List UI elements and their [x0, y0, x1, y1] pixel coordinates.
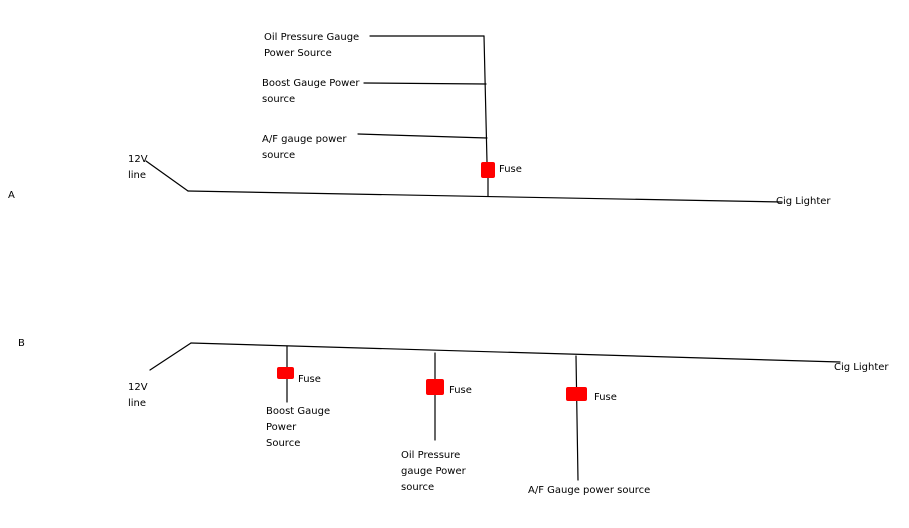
b-af-fuse-label: Fuse — [594, 392, 617, 403]
a-input-label: 12V line — [128, 154, 148, 181]
section-label-b: B — [18, 338, 25, 349]
a-fuse-label: Fuse — [499, 164, 522, 175]
a-trunk-wire — [483, 35, 488, 163]
a-boost-branch-wire — [363, 82, 487, 85]
a-input-wire — [145, 160, 189, 192]
b-output-label: Cig Lighter — [834, 362, 889, 373]
b-input-wire — [149, 342, 192, 371]
b-boost-fuse-label: Fuse — [298, 374, 321, 385]
a-af-branch-wire — [357, 133, 488, 139]
a-oil-source-label: Oil Pressure Gauge Power Source — [264, 32, 360, 59]
b-oil-fuse-label: Fuse — [449, 385, 472, 396]
a-af-source-label: A/F gauge power source — [262, 134, 347, 161]
b-input-label: 12V line — [128, 382, 148, 409]
section-label-a: A — [8, 190, 15, 201]
a-main-bus-wire — [187, 190, 783, 203]
a-fuse-icon — [481, 162, 495, 178]
b-boost-source-label: Boost Gauge Power Source — [266, 406, 331, 449]
b-main-bus-wire — [190, 342, 841, 363]
b-af-drop-wire — [575, 355, 579, 481]
b-oil-fuse-icon — [426, 379, 444, 395]
a-boost-source-label: Boost Gauge Power source — [262, 78, 360, 105]
a-output-label: Cig Lighter — [776, 196, 831, 207]
b-oil-source-label: Oil Pressure gauge Power source — [401, 450, 466, 493]
b-af-source-label: A/F Gauge power source — [528, 485, 651, 496]
b-boost-fuse-icon — [277, 367, 294, 379]
b-af-fuse-icon — [566, 387, 587, 401]
